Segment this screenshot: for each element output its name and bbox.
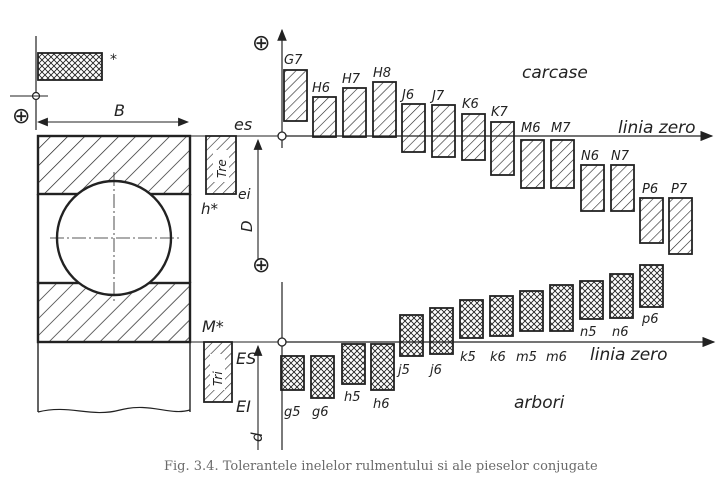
shaft-h5-label: h5 bbox=[344, 390, 361, 405]
shaft-j5-zone bbox=[399, 314, 424, 357]
housing-m7-label: M7 bbox=[551, 121, 571, 136]
bearing-drawing: * ⊕ B bbox=[10, 36, 280, 414]
shaft-p6-label: p6 bbox=[641, 312, 659, 327]
shaft-m6-label: m6 bbox=[546, 350, 567, 365]
shaft-h5-zone bbox=[341, 343, 366, 385]
housing-h8-label: H8 bbox=[373, 66, 391, 81]
housing-p6-label: P6 bbox=[642, 182, 658, 197]
shaft-m5-label: m5 bbox=[516, 350, 537, 365]
housing-k7-zone bbox=[490, 121, 515, 176]
housing-m6-zone bbox=[520, 139, 545, 189]
housing-p7-zone bbox=[668, 197, 693, 255]
shaft-h6-label: h6 bbox=[373, 397, 390, 412]
shaft-m6-zone bbox=[549, 284, 574, 332]
shaft-k6-zone bbox=[489, 295, 514, 337]
housing-h7-label: H7 bbox=[342, 72, 361, 87]
label-linia-zero-top: linia zero bbox=[618, 118, 696, 138]
shaft-g6-zone bbox=[310, 355, 335, 399]
housing-n7-zone bbox=[610, 164, 635, 212]
housing-h8-zone bbox=[372, 81, 397, 138]
housing-g7-label: G7 bbox=[284, 53, 303, 68]
shaft-p6-zone bbox=[639, 264, 664, 308]
es-label: es bbox=[234, 115, 252, 134]
plus-mid-icon: ⊕ bbox=[252, 253, 270, 278]
ES-label: ES bbox=[236, 349, 256, 368]
shaft-k5-label: k5 bbox=[460, 350, 476, 365]
housing-p6-zone bbox=[639, 197, 664, 244]
housing-j7-label: J7 bbox=[429, 89, 445, 104]
housing-m7-zone bbox=[550, 139, 575, 189]
shaft-j6-label: j6 bbox=[428, 363, 442, 378]
housing-n7-label: N7 bbox=[611, 149, 630, 164]
shaft-diagram: ⊕ linia zero arbori g5 g6 h5 h6 j5 j6 k5 k6 m5 m6… bbox=[252, 253, 716, 450]
shaft-g5-zone bbox=[280, 355, 305, 391]
M-star-label: M* bbox=[202, 317, 224, 336]
housing-n6-label: N6 bbox=[581, 149, 599, 164]
label-linia-zero-bottom: linia zero bbox=[590, 345, 668, 365]
inner-ring-tolerance: Tri M* ES EI d bbox=[202, 317, 266, 450]
EI-label: EI bbox=[236, 397, 251, 416]
outer-ring-tolerance: Tre es ei h* D bbox=[201, 115, 263, 260]
shaft-n5-zone bbox=[579, 280, 604, 320]
shaft-g6-label: g6 bbox=[312, 405, 329, 420]
shaft-n6-label: n6 bbox=[612, 325, 629, 340]
housing-j6-zone bbox=[401, 103, 426, 153]
shaft-j6-zone bbox=[429, 307, 454, 355]
housing-k6-zone bbox=[461, 113, 486, 161]
housing-k7-label: K7 bbox=[491, 105, 509, 120]
plus-top-left-icon: ⊕ bbox=[12, 104, 30, 129]
dimension-d: d bbox=[248, 432, 266, 442]
housing-h6-label: H6 bbox=[312, 81, 330, 96]
housing-j7-zone bbox=[431, 104, 456, 158]
bore-star-label: * bbox=[110, 52, 117, 68]
housing-m6-label: M6 bbox=[521, 121, 541, 136]
bore-tolerance-bar bbox=[37, 52, 103, 81]
housing-n6-zone bbox=[580, 164, 605, 212]
h-star-label: h* bbox=[201, 200, 219, 218]
shaft-k5-zone bbox=[459, 299, 484, 339]
dimension-D: D bbox=[238, 220, 256, 232]
shaft-n5-label: n5 bbox=[580, 325, 597, 340]
tre-label: Tre bbox=[215, 159, 229, 178]
shaft-j5-label: j5 bbox=[396, 363, 410, 378]
dimension-B: B bbox=[114, 101, 125, 120]
shaft-n6-zone bbox=[609, 273, 634, 319]
figure-caption: Fig. 3.4. Tolerantele inelelor rulmentul… bbox=[164, 459, 598, 474]
ei-label: ei bbox=[238, 187, 251, 203]
housing-k6-label: K6 bbox=[462, 97, 479, 112]
housing-g7-zone bbox=[283, 69, 308, 122]
housing-p7-label: P7 bbox=[671, 182, 688, 197]
housing-h6-zone bbox=[312, 96, 337, 138]
plus-top-icon: ⊕ bbox=[252, 31, 270, 56]
shaft-k6-label: k6 bbox=[490, 350, 506, 365]
housing-h7-zone bbox=[342, 87, 367, 138]
label-arbori: arbori bbox=[514, 393, 565, 413]
tri-label: Tri bbox=[211, 371, 225, 386]
housing-j6-label: J6 bbox=[399, 88, 414, 103]
shaft-h6-zone bbox=[370, 343, 395, 391]
label-carcase: carcase bbox=[522, 63, 588, 83]
shaft-g5-label: g5 bbox=[284, 405, 301, 420]
shaft-m5-zone bbox=[519, 290, 544, 332]
